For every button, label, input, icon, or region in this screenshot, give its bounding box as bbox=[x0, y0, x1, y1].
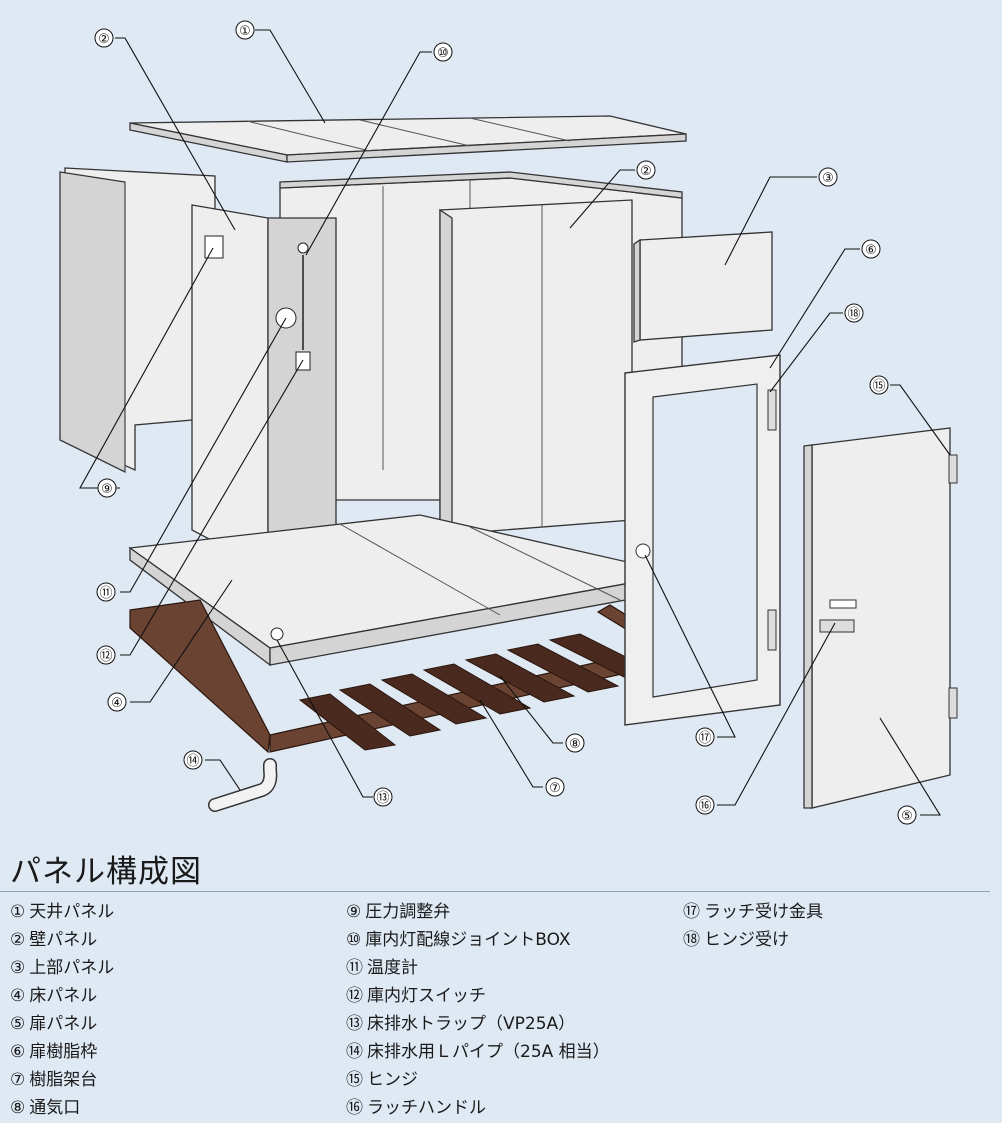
door-panel bbox=[803, 427, 958, 809]
svg-text:⑰: ⑰ bbox=[698, 731, 711, 746]
callout-11: ⑪ bbox=[96, 582, 116, 602]
title-divider bbox=[0, 891, 990, 892]
callout-7: ⑦ bbox=[545, 777, 565, 797]
svg-text:②: ② bbox=[98, 32, 110, 47]
callout-14: ⑭ bbox=[183, 750, 203, 770]
callout-6: ⑥ bbox=[861, 239, 881, 259]
exploded-panel-diagram: .panel { fill: #eeeeee; stroke: #333; st… bbox=[59, 20, 958, 825]
svg-text:⑤: ⑤ bbox=[901, 809, 913, 824]
svg-text:③: ③ bbox=[822, 171, 834, 186]
svg-text:⑯: ⑯ bbox=[698, 799, 711, 814]
callout-9: ⑨ bbox=[97, 478, 117, 498]
callout-5: ⑤ bbox=[897, 805, 917, 825]
upper-panel bbox=[633, 231, 773, 343]
callout-8: ⑧ bbox=[565, 733, 585, 753]
callout-15: ⑮ bbox=[869, 375, 889, 395]
callout-3: ③ bbox=[818, 167, 838, 187]
callout-16: ⑯ bbox=[695, 795, 715, 815]
svg-text:⑭: ⑭ bbox=[186, 754, 199, 769]
svg-text:⑧: ⑧ bbox=[569, 737, 581, 752]
section-title: パネル構成図 bbox=[10, 854, 202, 890]
wall-panel-right bbox=[439, 199, 633, 541]
svg-text:⑪: ⑪ bbox=[99, 586, 112, 601]
callout-10: ⑩ bbox=[433, 42, 453, 62]
callout-12: ⑫ bbox=[96, 645, 116, 665]
callout-1: ① bbox=[235, 20, 255, 40]
svg-text:①: ① bbox=[239, 24, 251, 39]
svg-text:②: ② bbox=[640, 164, 652, 179]
callout-18: ⑱ bbox=[844, 303, 864, 323]
callout-13: ⑬ bbox=[373, 787, 393, 807]
svg-text:⑮: ⑮ bbox=[872, 379, 885, 394]
callout-17: ⑰ bbox=[695, 727, 715, 747]
wall-panel-front-left bbox=[191, 204, 337, 572]
ceiling-panel bbox=[129, 115, 687, 163]
svg-text:⑥: ⑥ bbox=[865, 243, 877, 258]
svg-text:⑦: ⑦ bbox=[549, 781, 561, 796]
leader-lines bbox=[79, 29, 951, 816]
callout-2-left: ② bbox=[94, 28, 114, 48]
door-resin-frame bbox=[624, 354, 781, 726]
left-wall-panel bbox=[59, 167, 216, 474]
svg-text:④: ④ bbox=[111, 696, 123, 711]
callout-4: ④ bbox=[107, 692, 127, 712]
svg-text:⑫: ⑫ bbox=[99, 649, 112, 664]
l-pipe bbox=[208, 758, 278, 812]
svg-text:⑬: ⑬ bbox=[376, 791, 389, 806]
callout-2-right: ② bbox=[636, 160, 656, 180]
svg-text:⑨: ⑨ bbox=[101, 482, 113, 497]
svg-text:⑱: ⑱ bbox=[847, 307, 860, 322]
svg-text:⑩: ⑩ bbox=[437, 46, 449, 61]
